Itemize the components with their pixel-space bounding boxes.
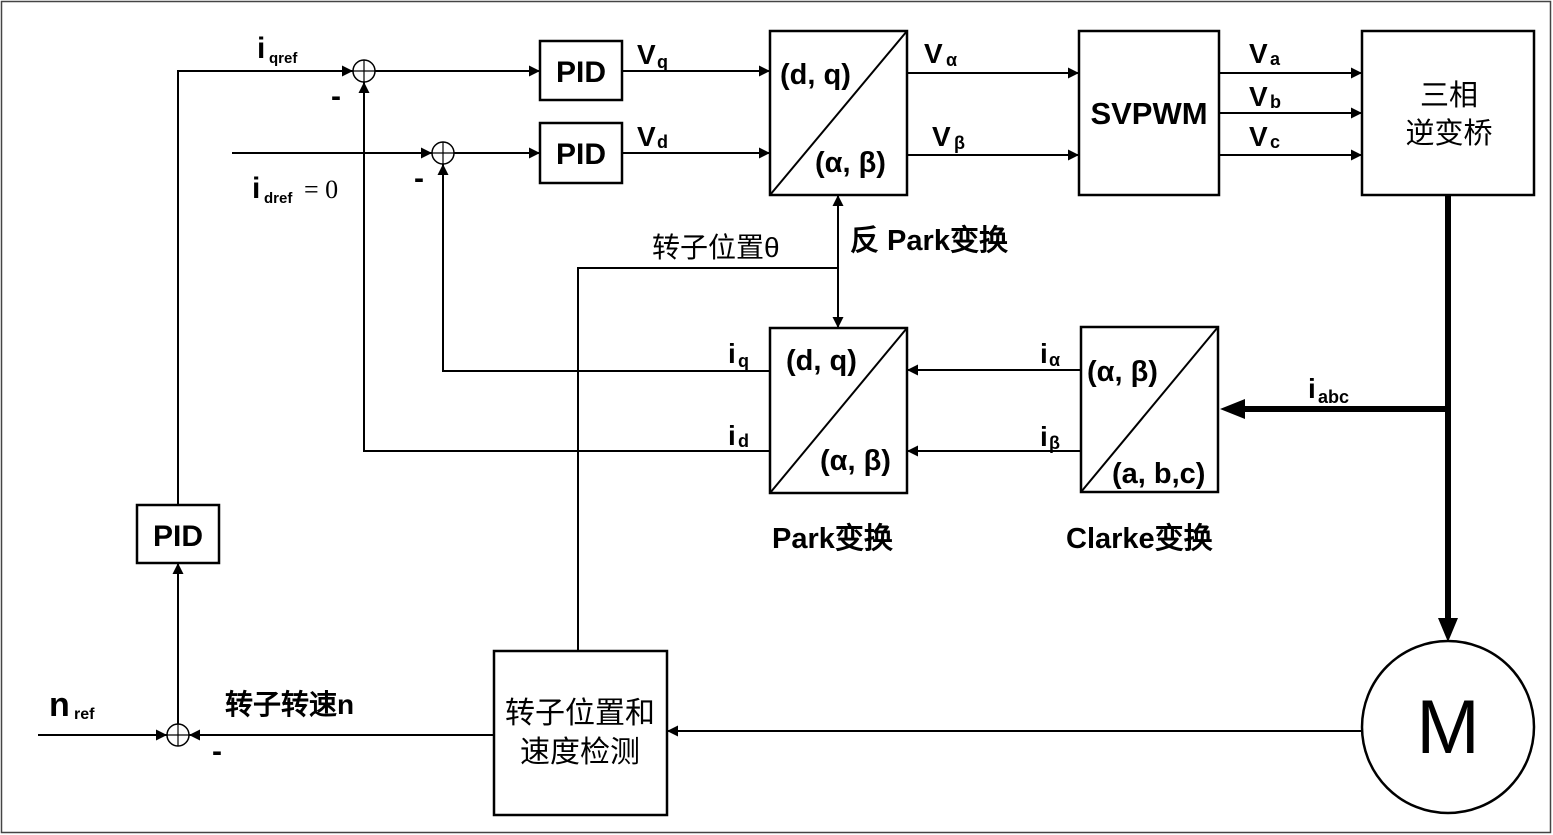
i-alpha-label: i α [1040, 338, 1060, 370]
va-symbol: V [1249, 38, 1268, 69]
q-junction-minus-sign: - [331, 80, 341, 113]
clarke-caption: Clarke变换 [1066, 521, 1214, 555]
i-alpha-symbol: i [1040, 338, 1048, 369]
park-caption: Park变换 [772, 521, 894, 555]
vb-symbol: V [1249, 81, 1268, 112]
clarke-bottom-label: (a, b,c) [1112, 458, 1205, 490]
nref-symbol: n [49, 686, 70, 724]
va-label: V a [1249, 38, 1281, 69]
vq-subscript: q [657, 52, 668, 72]
park-top-label: (d, q) [786, 345, 857, 377]
arrowhead-inverter-to-motor [1438, 618, 1458, 642]
vq-symbol: V [637, 39, 656, 70]
iqref-symbol: i [257, 32, 265, 65]
pid-d-label: PID [556, 138, 606, 171]
idref-symbol: i [252, 172, 260, 205]
park-diagonal [769, 327, 908, 494]
v-beta-label: V β [932, 121, 965, 153]
clarke-top-label: (α, β) [1087, 356, 1158, 388]
vc-label: V c [1249, 121, 1280, 152]
idref-value: = 0 [304, 175, 338, 204]
id-subscript: d [738, 431, 749, 451]
iqref-label: i qref [257, 32, 298, 67]
pid-speed-block: PID [135, 503, 221, 565]
inverter-label-line1: 三相 [1420, 79, 1478, 112]
position-speed-detector-block: 转子位置和 速度检测 [492, 649, 669, 817]
wire-speed-pid-to-q-junction [177, 65, 353, 505]
nref-label: n ref [49, 686, 95, 724]
svpwm-label: SVPWM [1090, 96, 1207, 131]
iabc-subscript: abc [1318, 387, 1349, 407]
pid-q-block: PID [538, 39, 624, 102]
vd-label: V d [637, 121, 668, 152]
detector-label-line2: 速度检测 [520, 736, 640, 769]
id-symbol: i [728, 420, 736, 451]
wire-rotor-position [577, 267, 838, 651]
park-block: (d, q) (α, β) [768, 326, 909, 495]
summing-junction-d [431, 141, 455, 165]
detector-label-line1: 转子位置和 [505, 697, 655, 730]
park-bottom-label: (α, β) [820, 445, 891, 477]
vb-label: V b [1249, 81, 1281, 112]
clarke-diagonal [1080, 326, 1219, 493]
iq-subscript: q [738, 351, 749, 371]
v-alpha-label: V α [924, 38, 957, 70]
v-beta-symbol: V [932, 121, 951, 152]
clarke-block: (α, β) (a, b,c) [1079, 325, 1220, 494]
i-beta-symbol: i [1040, 421, 1048, 452]
vb-subscript: b [1270, 92, 1281, 112]
v-alpha-symbol: V [924, 38, 943, 69]
i-beta-label: i β [1040, 421, 1060, 453]
i-alpha-subscript: α [1049, 350, 1060, 370]
v-alpha-subscript: α [946, 50, 957, 70]
va-subscript: a [1270, 49, 1281, 69]
id-label: i d [728, 420, 749, 451]
motor: M [1360, 639, 1536, 815]
wire-id-feedback [358, 82, 770, 452]
wire-iq-feedback [437, 164, 770, 372]
inverse-park-caption: 反 Park变换 [850, 223, 1009, 257]
iabc-symbol: i [1308, 373, 1316, 404]
speed-junction-minus-sign: - [212, 735, 222, 768]
summing-junction-speed [166, 723, 190, 747]
inverse-park-diagonal [769, 30, 908, 196]
idref-label: i dref [252, 172, 293, 207]
rotor-speed-label: 转子转速n [225, 689, 354, 720]
vd-subscript: d [657, 132, 668, 152]
inverter-label-line2: 逆变桥 [1405, 117, 1492, 150]
iqref-subscript: qref [269, 50, 298, 67]
vc-symbol: V [1249, 121, 1268, 152]
vd-symbol: V [637, 121, 656, 152]
i-beta-subscript: β [1049, 433, 1060, 453]
idref-subscript: dref [264, 190, 293, 207]
nref-subscript: ref [74, 706, 95, 723]
rotor-position-label: 转子位置θ [652, 232, 780, 263]
v-beta-subscript: β [954, 133, 965, 153]
summing-junction-q [352, 59, 376, 83]
arrowhead-iabc [1220, 399, 1245, 419]
iq-label: i q [728, 338, 749, 371]
inverse-park-block: (d, q) (α, β) [768, 29, 909, 197]
iq-symbol: i [728, 338, 736, 369]
d-junction-minus-sign: - [414, 162, 424, 195]
inverse-park-top-label: (d, q) [780, 59, 851, 91]
vc-subscript: c [1270, 132, 1280, 152]
pid-d-block: PID [538, 121, 624, 185]
motor-label: M [1416, 685, 1479, 770]
pid-speed-label: PID [153, 520, 203, 553]
vq-label: V q [637, 39, 668, 72]
iabc-label: i abc [1308, 373, 1349, 407]
svpwm-block: SVPWM [1077, 29, 1221, 197]
inverse-park-bottom-label: (α, β) [815, 147, 886, 179]
inverter-block: 三相 逆变桥 [1360, 29, 1536, 197]
pid-q-label: PID [556, 56, 606, 89]
